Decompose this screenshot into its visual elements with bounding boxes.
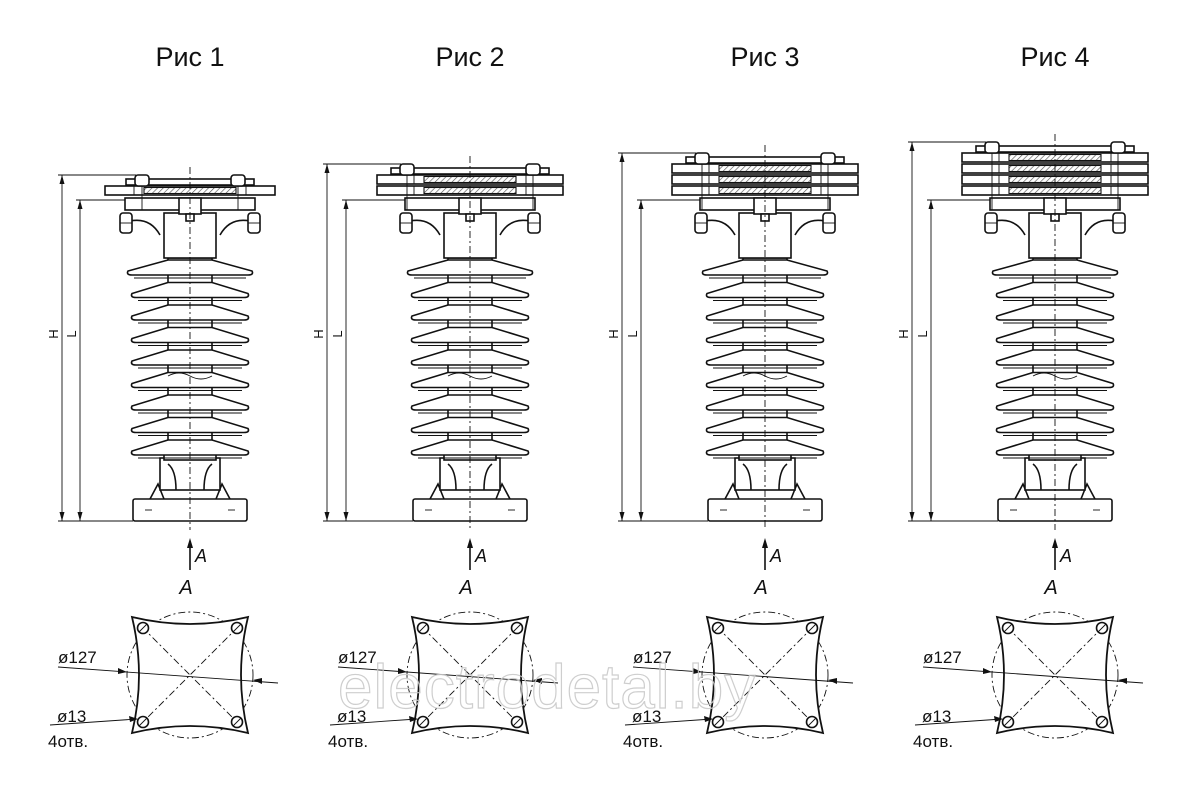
- view-arrow: A: [762, 538, 782, 570]
- top-cap: [694, 197, 836, 259]
- shed: [410, 416, 530, 434]
- view-arrow: A: [467, 538, 487, 570]
- shed: [995, 439, 1115, 456]
- shed: [410, 281, 530, 299]
- diameter-127-label: ø127: [58, 648, 97, 667]
- figure-title: Рис 3: [730, 42, 799, 72]
- bolt-nut: [134, 174, 150, 187]
- section-view-title: A: [458, 577, 472, 599]
- holes-count-label: 4отв.: [328, 732, 368, 751]
- bolt-circle-dia-127: [126, 611, 254, 739]
- sheds: [991, 259, 1119, 459]
- diameter-13-label: ø13: [337, 707, 366, 726]
- shed: [995, 304, 1115, 321]
- view-arrow-label: A: [474, 546, 487, 566]
- holes-count-label: 4отв.: [623, 732, 663, 751]
- shed: [991, 259, 1119, 276]
- diameter-13-label: ø13: [57, 707, 86, 726]
- dimension-l-label: L: [330, 330, 345, 337]
- figure-title: Рис 2: [435, 42, 504, 72]
- break-line: [167, 372, 213, 380]
- view-arrow: A: [187, 538, 207, 570]
- dimension-h-label: H: [311, 329, 326, 338]
- diameter-127-label: ø127: [633, 648, 672, 667]
- section-view-title: A: [753, 577, 767, 599]
- bolt-nut: [399, 163, 415, 176]
- shed: [410, 371, 530, 389]
- bolt-nut: [984, 141, 1000, 154]
- figure-title: Рис 4: [1020, 42, 1089, 72]
- shed: [995, 394, 1115, 411]
- dimension-h-label: H: [46, 329, 61, 338]
- bolt-nut: [820, 152, 836, 165]
- view-arrow-label: A: [1059, 546, 1072, 566]
- diameter-13-label: ø13: [632, 707, 661, 726]
- shed: [410, 326, 530, 344]
- dimension-h-label: H: [606, 329, 621, 338]
- bolt-circle-dia-127: [701, 611, 829, 739]
- bolt-nut: [525, 163, 541, 176]
- bolt-nut: [230, 174, 246, 187]
- dimension-l-label: L: [625, 330, 640, 337]
- dimension-l-label: L: [64, 330, 79, 337]
- view-arrow: A: [1052, 538, 1072, 570]
- bolt-circle-dia-127: [406, 611, 534, 739]
- bolt-nut: [1110, 141, 1126, 154]
- figure-title: Рис 1: [155, 42, 224, 72]
- diameter-127-label: ø127: [338, 648, 377, 667]
- view-arrow-label: A: [769, 546, 782, 566]
- diameter-13-label: ø13: [922, 707, 951, 726]
- section-view-title: A: [178, 577, 192, 599]
- dimension-l-label: L: [915, 330, 930, 337]
- sheds: [406, 259, 534, 459]
- holes-count-label: 4отв.: [913, 732, 953, 751]
- diameter-127-label: ø127: [923, 648, 962, 667]
- section-view-title: A: [1043, 577, 1057, 599]
- bolt-circle-dia-127: [991, 611, 1119, 739]
- dimension-h-label: H: [896, 329, 911, 338]
- bolt-nut: [694, 152, 710, 165]
- holes-count-label: 4отв.: [48, 732, 88, 751]
- shed: [995, 349, 1115, 366]
- view-arrow-label: A: [194, 546, 207, 566]
- watermark-text: electrodetal.by: [338, 653, 756, 722]
